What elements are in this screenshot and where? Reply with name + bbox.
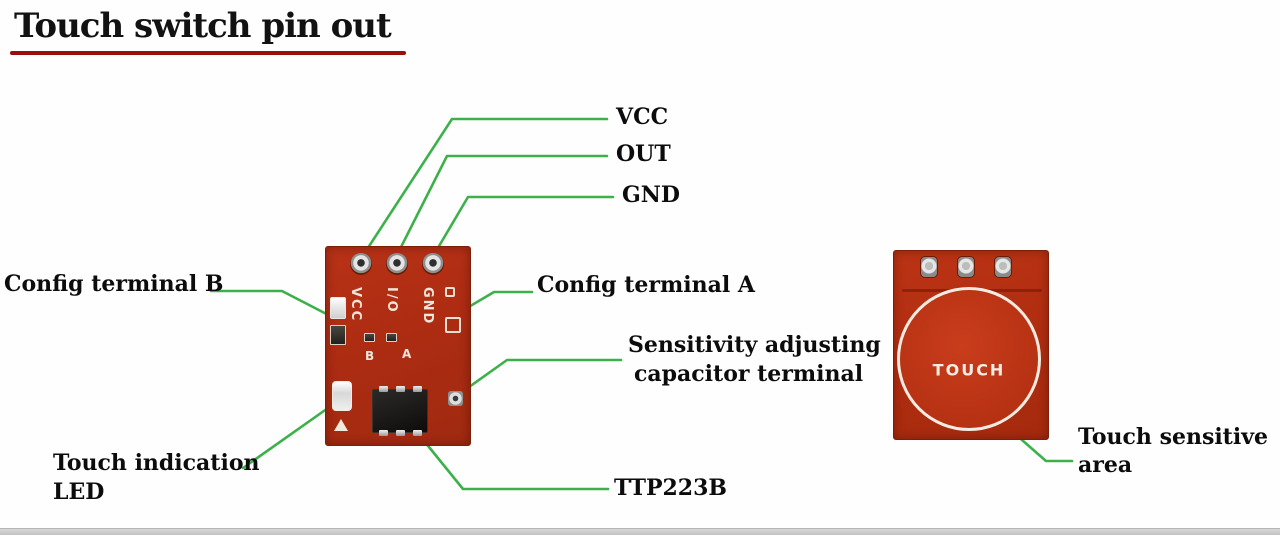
pcb-back-view: TOUCH [893, 250, 1049, 440]
chip-pin [379, 386, 388, 392]
smd-component [364, 333, 375, 342]
led-label-line1: Touch indication [53, 450, 260, 476]
page-title: Touch switch pin out [14, 6, 392, 46]
silk-b-label: B [365, 349, 375, 363]
sensitivity-label-line2: capacitor terminal [634, 361, 864, 387]
out-pin-hole [386, 253, 408, 275]
touch-area-label-line1: Touch sensitive [1078, 424, 1268, 450]
gnd-label: GND [622, 182, 680, 208]
back-pad [920, 256, 938, 278]
sensitivity-capacitor-pad [448, 391, 463, 406]
capacitor-component [330, 297, 346, 319]
vcc-pin-hole [350, 253, 372, 275]
vcc-label: VCC [616, 104, 669, 130]
bottom-edge-bar [0, 528, 1280, 535]
silk-a-label: A [402, 347, 412, 361]
chip-pin [396, 430, 405, 436]
indication-led [332, 381, 352, 411]
silk-io-label: I/O [384, 287, 399, 314]
touch-sensitive-circle: TOUCH [897, 287, 1041, 431]
sensitivity-label-line1: Sensitivity adjusting [628, 332, 881, 358]
chip-pin [413, 386, 422, 392]
pcb-front-view: VCC I/O GND B A [325, 246, 471, 446]
back-pad [957, 256, 975, 278]
config-a-pad-outline [445, 317, 461, 333]
ttp223b-label: TTP223B [614, 475, 728, 501]
ttp223b-chip [372, 386, 428, 436]
touch-area-label-line2: area [1078, 452, 1133, 478]
config-terminal-a-label: Config terminal A [537, 272, 755, 298]
smd-component [386, 333, 397, 342]
back-pad [994, 256, 1012, 278]
out-label: OUT [616, 141, 671, 167]
touch-silk-label: TOUCH [932, 360, 1006, 380]
chip-pin [379, 430, 388, 436]
led-label-line2: LED [53, 479, 105, 505]
sensitivity-leader-line [453, 358, 623, 399]
gnd-pin-hole [422, 253, 444, 275]
chip-pin [396, 386, 405, 392]
title-underline [10, 51, 406, 55]
silk-triangle [334, 419, 348, 431]
silk-square [445, 287, 455, 297]
config-terminal-b-label: Config terminal B [4, 271, 224, 297]
out-leader-line [394, 154, 609, 259]
vcc-leader-line [360, 117, 609, 259]
chip-pin [413, 430, 422, 436]
silk-gnd-label: GND [420, 287, 435, 326]
resistor-component [330, 325, 346, 345]
silk-vcc-label: VCC [348, 287, 363, 323]
